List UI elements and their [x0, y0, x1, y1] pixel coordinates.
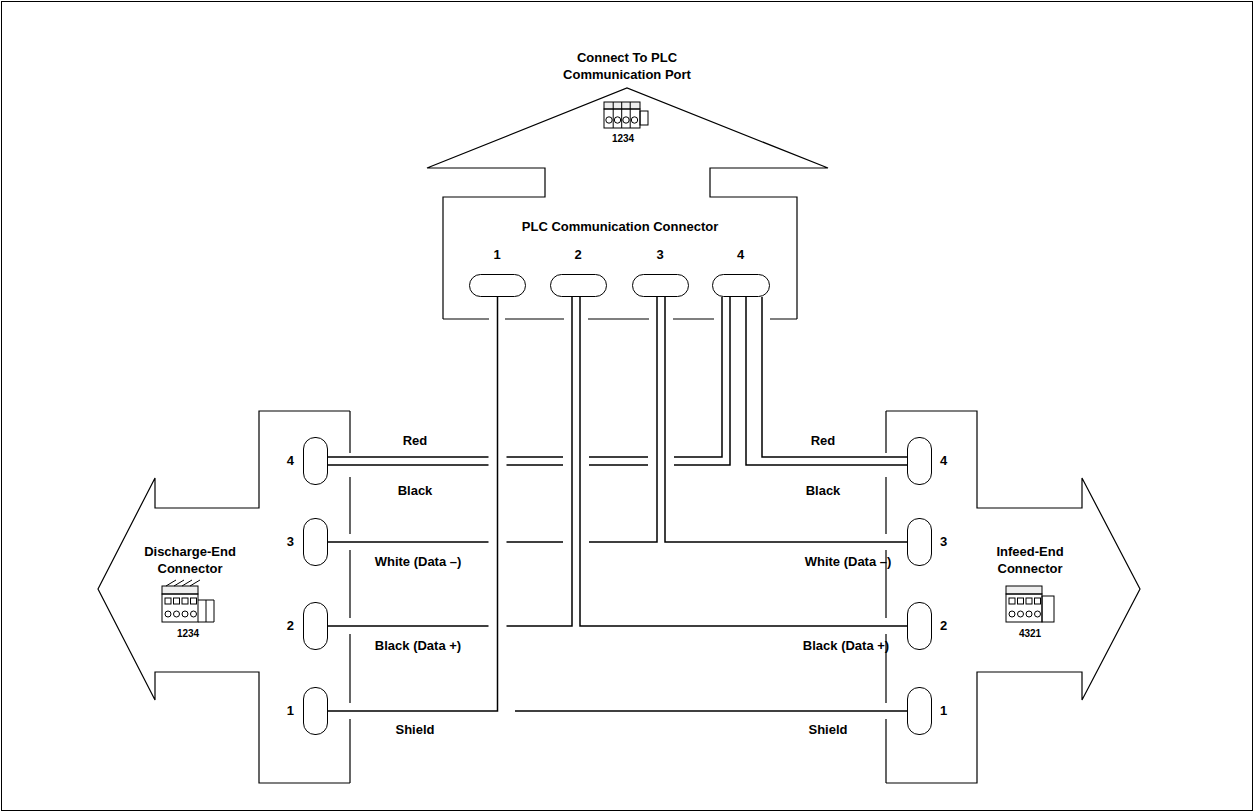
pin-number: 3 [940, 533, 947, 550]
pin-order: 1234 [168, 628, 208, 640]
connector-title: Discharge-End Connector [131, 543, 249, 577]
wire [328, 297, 657, 542]
port-heading: Connect To PLC Communication Port [547, 49, 707, 83]
terminal-oval: 1 [303, 687, 328, 735]
outline-path [886, 411, 1140, 783]
pin-number: 4 [737, 246, 744, 263]
wire [328, 297, 730, 465]
discharge-connector-outline [98, 411, 350, 783]
terminal-oval: 3 [907, 518, 932, 566]
connector-block: Connect To PLC Communication Port1234PLC… [427, 88, 828, 319]
outline-path [885, 411, 886, 783]
wire-label: Black (Data +) [803, 638, 889, 654]
pin-number: 4 [287, 452, 294, 469]
terminal-oval: 3 [632, 274, 689, 297]
outline-path [98, 411, 350, 783]
wire-label: White (Data –) [375, 554, 462, 570]
connector-block: Infeed-End Connector43214321 [886, 411, 1140, 783]
outline-path [349, 411, 350, 783]
wire [328, 297, 498, 711]
terminal-oval: 4 [907, 437, 932, 485]
pin-number: 1 [493, 246, 500, 263]
terminal-oval: 1 [907, 687, 932, 735]
pin-order: 1234 [603, 133, 643, 145]
wire-label: Black [398, 483, 433, 499]
pin-number: 2 [574, 246, 581, 263]
wire-label: Red [811, 433, 836, 449]
wire [665, 297, 907, 542]
terminal-oval: 3 [303, 518, 328, 566]
pin-order: 4321 [1010, 628, 1050, 640]
pin-number: 3 [656, 246, 663, 263]
outline-path [427, 88, 828, 319]
wire-label: Shield [395, 722, 434, 738]
pin-number: 3 [287, 533, 294, 550]
terminal-oval: 2 [303, 602, 328, 650]
pin-number: 1 [940, 702, 947, 719]
connector-title: Infeed-End Connector [975, 543, 1085, 577]
infeed-connector-outline [886, 411, 1140, 783]
wire [328, 297, 572, 626]
wire-label: Black (Data +) [375, 638, 461, 654]
plc-connector-icon [604, 102, 648, 128]
pin-number: 4 [940, 452, 947, 469]
shield-wire [515, 710, 907, 712]
infeed-connector-icon [1006, 586, 1054, 622]
wire-label: White (Data –) [805, 554, 892, 570]
wire-label: Red [403, 433, 428, 449]
wire [580, 297, 907, 626]
terminal-oval: 4 [712, 274, 770, 297]
connector-block: Discharge-End Connector12344321 [98, 411, 350, 783]
terminal-oval: 2 [550, 274, 607, 297]
terminal-oval: 1 [469, 274, 526, 297]
pin-number: 2 [940, 617, 947, 634]
pin-number: 2 [287, 617, 294, 634]
wire [746, 297, 907, 465]
wire-label: Shield [808, 722, 847, 738]
outline-path [443, 318, 797, 319]
terminal-oval: 4 [303, 437, 328, 485]
pin-number: 1 [287, 702, 294, 719]
wire-label: Black [806, 483, 841, 499]
terminal-oval: 2 [907, 602, 932, 650]
connector-title: PLC Communication Connector [475, 218, 765, 235]
plc-connector-outline [427, 88, 828, 319]
discharge-connector-icon [162, 580, 214, 622]
